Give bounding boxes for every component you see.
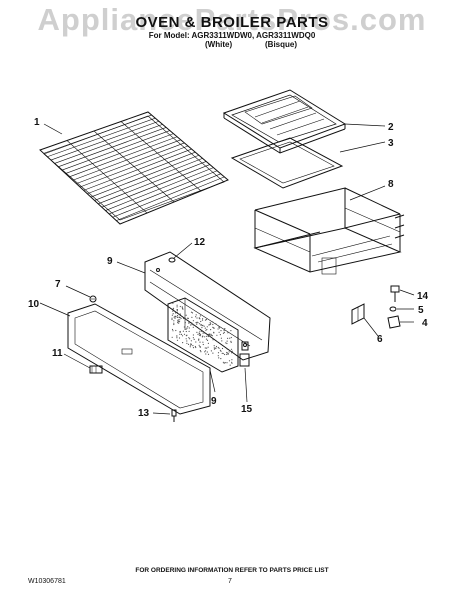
broiler-drawer-frame [253, 187, 405, 275]
ordering-info: FOR ORDERING INFORMATION REFER TO PARTS … [135, 567, 329, 574]
callout-15: 15 [241, 404, 253, 415]
screw-12 [168, 257, 176, 263]
page-title: OVEN & BROILER PARTS [135, 14, 329, 31]
clip-4 [387, 315, 401, 329]
leader-lines [39, 123, 415, 415]
drawer-front [67, 303, 211, 415]
callout-5: 5 [418, 305, 424, 316]
color-bisque-label: (Bisque) [265, 40, 297, 49]
broiler-pan-insert [230, 137, 344, 189]
bracket-15 [239, 341, 250, 367]
callout-9-insulation: 9 [211, 396, 217, 407]
slide-bracket [351, 303, 365, 325]
color-white-label: (White) [205, 40, 233, 49]
callout-2: 2 [388, 122, 394, 133]
callout-4: 4 [422, 318, 428, 329]
callout-1: 1 [34, 117, 40, 128]
callout-13: 13 [138, 408, 150, 419]
callout-9-panel: 9 [107, 256, 113, 267]
callout-3: 3 [388, 138, 394, 149]
callout-14: 14 [417, 291, 429, 302]
drawer-panel [144, 251, 271, 361]
washer-5 [389, 306, 397, 312]
callout-11: 11 [52, 348, 63, 359]
callout-numbers: 1 2 3 4 5 6 7 8 9 9 10 11 12 13 14 15 [28, 117, 429, 419]
bolt-14 [390, 285, 400, 302]
screw-7 [89, 295, 97, 303]
callout-12: 12 [194, 237, 206, 248]
page-number: 7 [228, 578, 232, 585]
callout-6: 6 [377, 334, 383, 345]
watermark: AppliancePartsPros.com [37, 2, 427, 37]
screw-13 [171, 409, 177, 422]
model-subtitle: For Model: AGR3311WDW0, AGR3311WDQ0 [148, 31, 316, 40]
callout-8: 8 [388, 179, 394, 190]
drawer-clip [89, 365, 103, 374]
document-number: W10306781 [28, 578, 66, 585]
oven-rack [39, 111, 229, 225]
broiler-pan [222, 89, 347, 154]
callout-7: 7 [55, 279, 61, 290]
callout-10: 10 [28, 299, 40, 310]
drawer-insulation [167, 297, 239, 373]
